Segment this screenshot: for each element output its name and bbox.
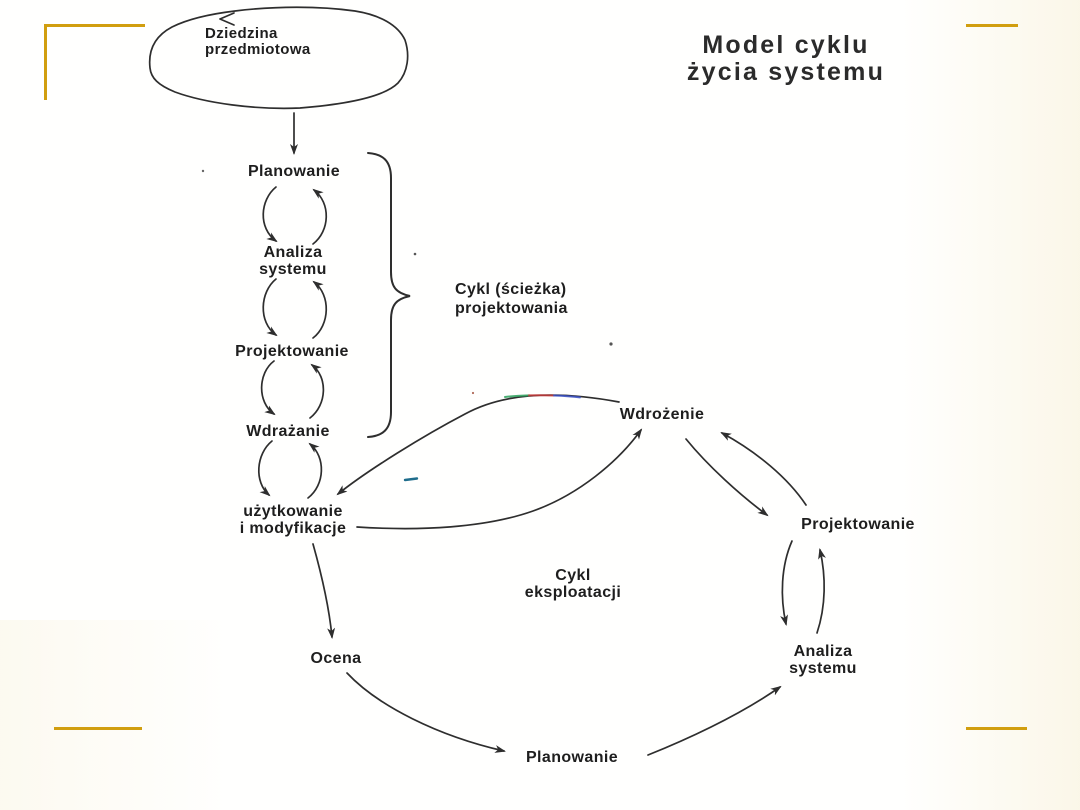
arrow-wdrozenie-to-uzytkowanie xyxy=(336,394,620,496)
slide-title-line2: życia systemu xyxy=(686,58,886,86)
slide-title-line1: Model cyklu xyxy=(702,31,870,59)
node-analiza-right: Analiza systemu xyxy=(789,643,857,677)
node-planowanie-bottom: Planowanie xyxy=(525,749,619,766)
design-path-brace-label-line2: projektowania xyxy=(455,300,568,317)
design-path-brace xyxy=(367,152,411,438)
arrow-ocena-to-planowanie xyxy=(346,672,506,753)
arrow-wdrozenie-to-projektowanie xyxy=(685,438,769,517)
corner-accent-top-left-horizontal xyxy=(44,24,145,27)
node-chain-wdrazanie: Wdrażanie xyxy=(246,423,330,440)
arrow-uzytkowanie-to-ocena xyxy=(312,543,336,639)
node-chain-planowanie: Planowanie xyxy=(247,163,341,180)
arrow-analiza-to-projektowanie xyxy=(816,548,826,634)
domain-blob-label: Dziedzina przedmiotowa xyxy=(205,26,311,58)
corner-accent-bottom-left xyxy=(54,727,142,730)
node-analiza-right-line1: Analiza xyxy=(793,643,853,660)
node-wdrozenie: Wdrożenie xyxy=(619,406,705,423)
corner-accent-top-left-vertical xyxy=(44,24,47,100)
node-chain-analiza-line2: systemu xyxy=(259,261,327,278)
arrow-projektowanie-to-wdrozenie xyxy=(720,432,807,506)
two-way-arrows-projektowanie-wdrazanie xyxy=(260,360,325,419)
design-path-brace-label: Cykl (ścieżka) projektowania xyxy=(455,280,568,318)
domain-blob-arrowhead xyxy=(219,12,235,26)
node-chain-projektowanie: Projektowanie xyxy=(235,343,349,360)
arrow-projektowanie-to-analiza xyxy=(780,540,793,626)
arrow-planowanie-to-analiza xyxy=(647,685,782,756)
node-chain-uzytkowanie-line2: i modyfikacje xyxy=(239,520,347,537)
node-analiza-right-line2: systemu xyxy=(789,660,857,677)
node-chain-analiza: Analiza systemu xyxy=(259,244,327,278)
domain-blob-outline xyxy=(148,6,409,110)
exploitation-cycle-label: Cykl eksploatacji xyxy=(525,567,621,601)
scan-artifacts xyxy=(201,169,613,482)
node-chain-uzytkowanie: użytkowanie i modyfikacje xyxy=(240,503,347,537)
two-way-arrows-planowanie-analiza xyxy=(262,186,328,245)
domain-blob-label-line1: Dziedzina xyxy=(205,25,278,42)
slide-title: Model cyklu życia systemu xyxy=(687,32,885,86)
node-ocena: Ocena xyxy=(310,650,362,667)
node-chain-analiza-line1: Analiza xyxy=(263,244,323,261)
corner-accent-bottom-right xyxy=(966,727,1027,730)
two-way-arrows-analiza-projektowanie xyxy=(262,278,328,339)
corner-accent-top-right xyxy=(966,24,1018,27)
node-chain-uzytkowanie-line1: użytkowanie xyxy=(243,503,343,520)
arrow-uzytkowanie-to-wdrozenie xyxy=(356,428,643,530)
exploitation-cycle-label-line1: Cykl xyxy=(555,567,591,584)
exploitation-cycle-label-line2: eksploatacji xyxy=(524,584,622,601)
node-projektowanie-right: Projektowanie xyxy=(801,516,915,533)
design-path-brace-label-line1: Cykl (ścieżka) xyxy=(455,281,567,298)
domain-blob-label-line2: przedmiotowa xyxy=(205,41,311,58)
two-way-arrows-wdrazanie-uzytkowanie xyxy=(257,440,323,499)
